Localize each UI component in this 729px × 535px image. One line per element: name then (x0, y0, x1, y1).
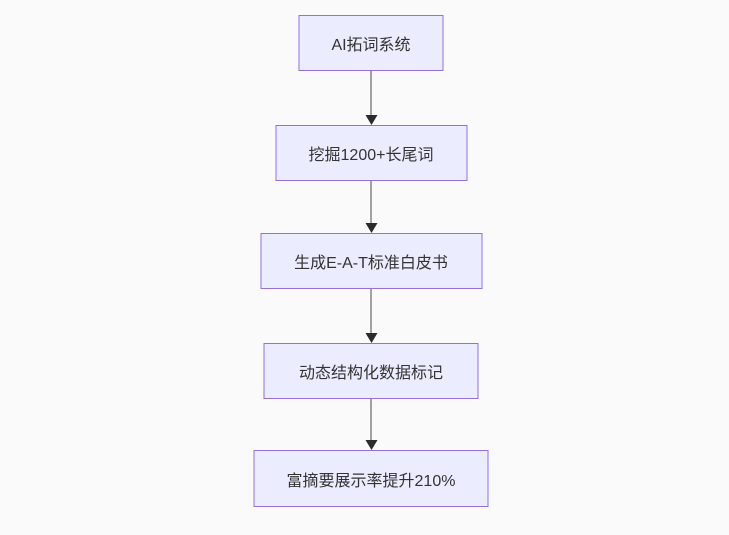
node-label: 生成E-A-T标准白皮书 (294, 255, 448, 272)
arrowhead-down-icon (365, 115, 377, 125)
node-label: AI拓词系统 (331, 37, 411, 54)
node-rich-snippet-rate-increase: 富摘要展示率提升210% (253, 450, 489, 507)
arrow-line (370, 399, 372, 441)
node-ai-word-expansion-system: AI拓词系统 (298, 15, 444, 71)
arrowhead-down-icon (365, 223, 377, 233)
arrowhead-down-icon (365, 440, 377, 450)
flow-arrow (365, 289, 377, 343)
node-label: 挖掘1200+长尾词 (308, 147, 434, 164)
flow-arrow (365, 181, 377, 233)
node-mine-longtail-keywords: 挖掘1200+长尾词 (275, 125, 467, 181)
arrow-line (370, 181, 372, 224)
arrowhead-down-icon (365, 333, 377, 343)
arrow-line (370, 71, 372, 116)
arrow-line (370, 289, 372, 334)
flowchart: AI拓词系统 挖掘1200+长尾词 生成E-A-T标准白皮书 动态结构化数据标记 (253, 15, 489, 507)
node-label: 富摘要展示率提升210% (286, 472, 456, 490)
flow-arrow (365, 71, 377, 125)
node-dynamic-structured-data-markup: 动态结构化数据标记 (263, 343, 479, 399)
flow-arrow (365, 399, 377, 450)
node-label: 动态结构化数据标记 (298, 365, 443, 382)
node-generate-eat-whitepaper: 生成E-A-T标准白皮书 (260, 233, 482, 289)
